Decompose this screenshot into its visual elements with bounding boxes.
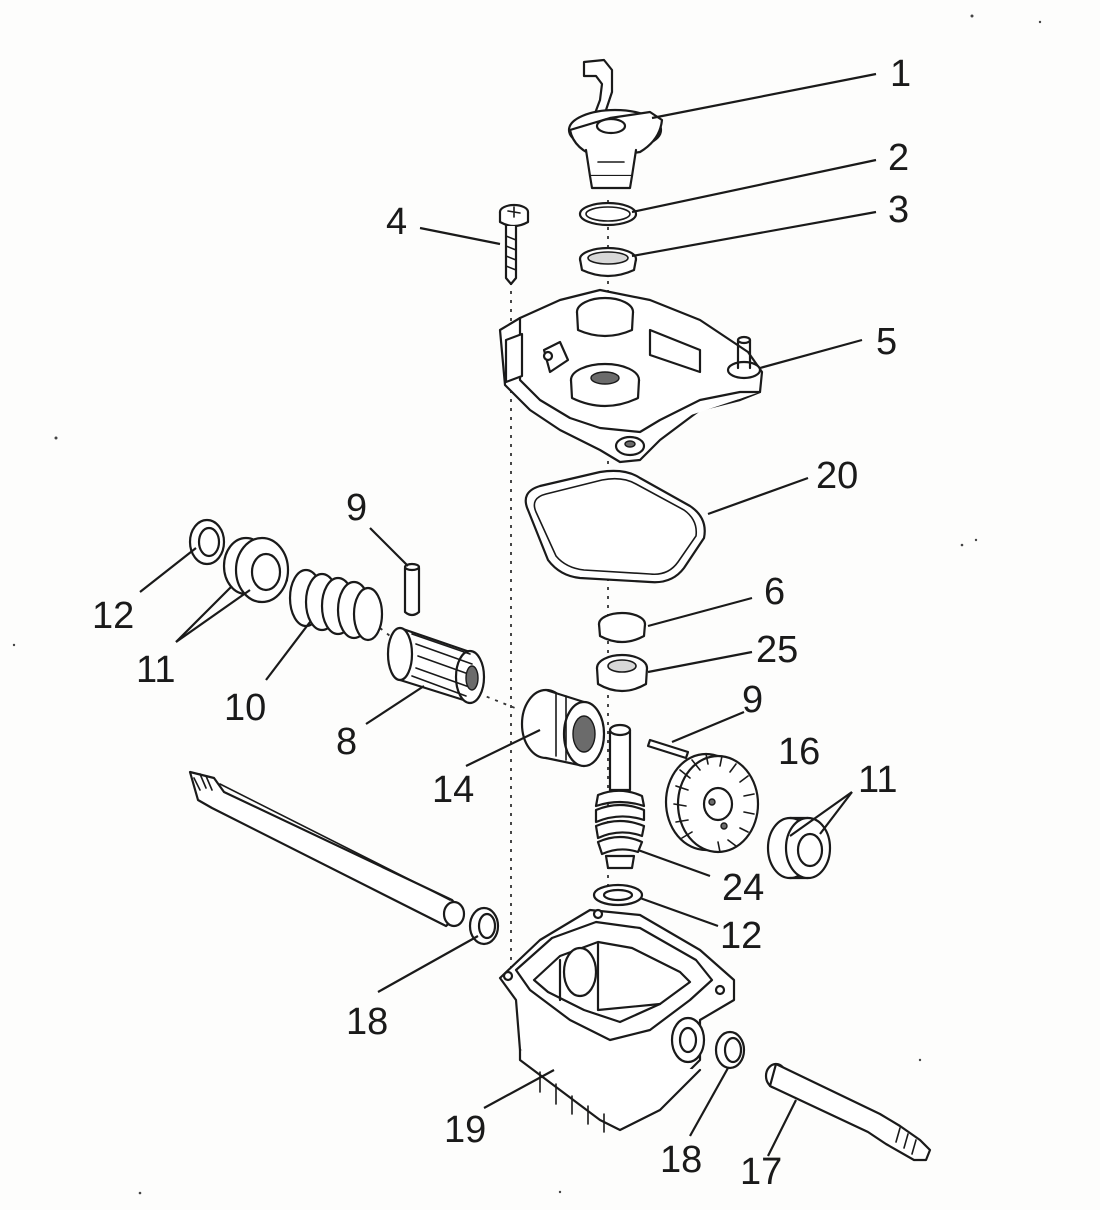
part-10-spring — [288, 568, 384, 642]
callout-11-right: 11 — [858, 759, 897, 801]
callout-9-lower: 9 — [742, 679, 763, 721]
callout-18-left: 18 — [346, 1001, 388, 1043]
part-24-worm-shaft — [594, 723, 646, 870]
part-19-gearbox-housing — [498, 908, 736, 1133]
callout-8: 8 — [336, 721, 357, 763]
callout-6: 6 — [764, 571, 785, 613]
part-2-snap-ring — [578, 201, 638, 227]
part-18-seal-right — [714, 1030, 746, 1070]
callout-12-left: 12 — [92, 595, 134, 637]
part-9-pin-upper — [403, 562, 421, 617]
callout-12-lower: 12 — [720, 915, 762, 957]
callout-20: 20 — [816, 455, 858, 497]
axle-left — [188, 770, 466, 928]
callout-18-right: 18 — [660, 1139, 702, 1181]
part-9-pin-lower — [646, 738, 690, 760]
callout-10: 10 — [224, 687, 266, 729]
callout-17: 17 — [740, 1151, 782, 1193]
callout-4: 4 — [386, 201, 407, 243]
part-11-bushing-right — [766, 816, 832, 880]
callout-11-left: 11 — [136, 649, 175, 691]
callout-14: 14 — [432, 769, 474, 811]
part-12-washer-left — [188, 518, 226, 566]
part-4-screw — [498, 203, 530, 286]
callout-9-upper: 9 — [346, 487, 367, 529]
part-5-gearbox-cover — [498, 288, 764, 464]
callout-19: 19 — [444, 1109, 486, 1151]
part-8-splined-collar — [386, 626, 486, 705]
callout-labels: 1 2 3 4 5 20 9 12 11 10 8 6 25 9 16 11 1… — [92, 53, 911, 1193]
part-3-seal — [578, 246, 638, 278]
part-18-seal-left — [468, 906, 500, 946]
callout-2: 2 — [888, 137, 909, 179]
part-17-axle-right — [764, 1062, 932, 1162]
callout-24: 24 — [722, 867, 764, 909]
leader-lines — [139, 72, 877, 1157]
part-25-bearing — [595, 653, 649, 693]
part-20-gasket — [524, 469, 706, 584]
part-1-shift-lever — [567, 58, 664, 190]
callout-1: 1 — [890, 53, 911, 95]
callout-16: 16 — [778, 731, 820, 773]
part-16-worm-gear — [664, 752, 760, 854]
callout-5: 5 — [876, 321, 897, 363]
callout-25: 25 — [756, 629, 798, 671]
part-14-clutch — [520, 688, 606, 768]
callout-3: 3 — [888, 189, 909, 231]
part-12-washer-lower — [592, 883, 644, 907]
part-6-cap — [597, 611, 647, 644]
part-11-bushings-left — [222, 536, 290, 604]
scan-noise — [12, 14, 1042, 1195]
